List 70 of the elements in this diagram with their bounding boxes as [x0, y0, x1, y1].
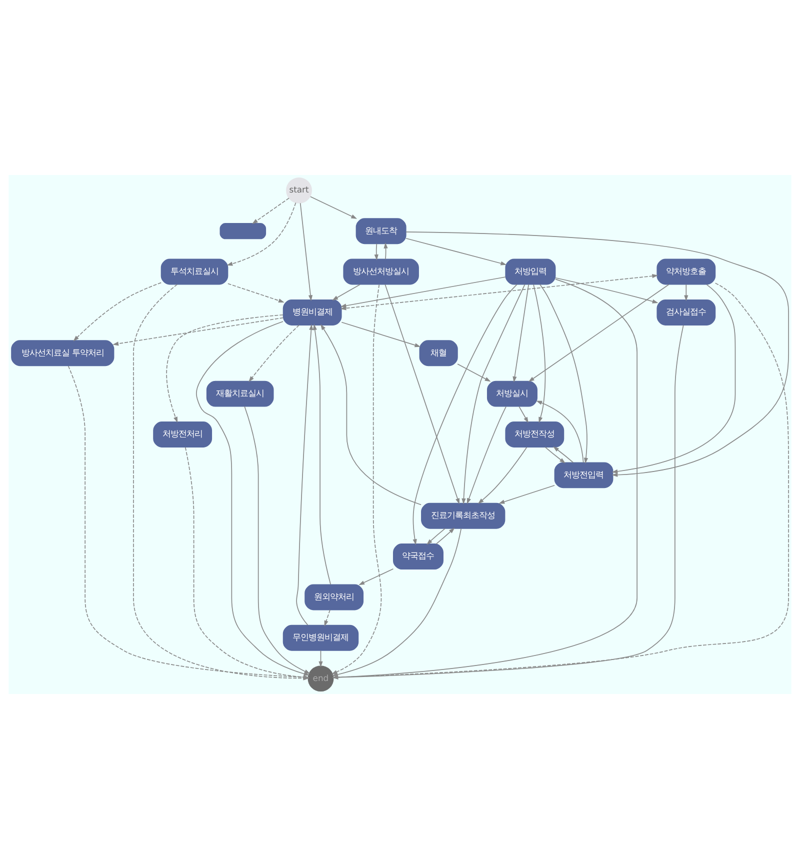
node-circle: start: [286, 176, 312, 203]
node-box: 투석치료실시: [160, 258, 228, 284]
arrow: [332, 324, 684, 679]
arrow: [73, 282, 162, 341]
arrow: [384, 242, 388, 260]
node-box: 약국접수: [392, 543, 444, 569]
node-box: 원외약처리: [304, 584, 364, 610]
arrow: [312, 324, 332, 584]
arrow: [332, 278, 638, 679]
node-box: [220, 222, 266, 239]
arrow: [462, 284, 526, 504]
arrow: [166, 314, 284, 422]
arrow: [340, 274, 658, 310]
node-box: 약처방호출: [656, 258, 716, 284]
arrow: [544, 446, 566, 463]
arrow: [518, 406, 528, 422]
arrow: [536, 400, 584, 462]
node-box: 처방전작성: [505, 421, 564, 447]
node-circle: end: [308, 665, 334, 692]
node-box: 채혈: [419, 340, 458, 366]
node-box: 검사실접수: [656, 298, 716, 325]
arrow: [684, 284, 688, 301]
arrow: [248, 324, 300, 382]
arrow: [331, 284, 382, 674]
arrow: [426, 528, 446, 544]
arrow: [341, 321, 421, 347]
arrow: [498, 484, 555, 504]
arrow: [540, 284, 588, 464]
arrow: [320, 324, 422, 505]
arrow: [332, 528, 462, 676]
node-box: 처방실시: [486, 380, 538, 406]
arrow: [300, 202, 313, 301]
arrow: [340, 276, 506, 308]
arrow: [553, 446, 574, 462]
arrow: [533, 284, 546, 422]
arrow: [252, 197, 290, 224]
arrow: [612, 284, 736, 473]
arrow: [244, 406, 310, 674]
arrow: [226, 202, 296, 266]
arrow: [112, 316, 284, 346]
arrow: [478, 446, 528, 504]
arrow: [332, 282, 789, 679]
node-box: 원내도착: [356, 218, 406, 244]
arrow: [310, 196, 358, 218]
node-box: 재활치료실시: [206, 380, 274, 406]
arrow: [406, 231, 789, 476]
arrow: [457, 363, 491, 382]
arrow: [384, 284, 460, 504]
arrow: [318, 650, 323, 667]
node-box: 병원비결제: [282, 298, 342, 325]
arrow: [512, 284, 530, 382]
arrow: [296, 324, 314, 625]
node-box: 처방전입력: [554, 462, 614, 488]
node-box: 방사선치료실 투약처리: [11, 340, 114, 366]
arrow: [332, 284, 360, 300]
node-box: 방사선처방실시: [343, 258, 419, 284]
arrow: [555, 276, 658, 303]
arrow: [358, 568, 394, 585]
arrow: [406, 237, 507, 265]
node-box: 처방입력: [505, 258, 556, 284]
arrow: [324, 609, 330, 626]
arrow: [436, 527, 455, 544]
arrow: [228, 282, 284, 302]
node-box: 무인병원비결제: [282, 624, 359, 650]
node-box: 진료기록최초작성: [421, 502, 506, 528]
arrow: [412, 284, 518, 545]
node-box: 처방전처리: [153, 421, 212, 447]
arrow: [374, 242, 378, 260]
arrow: [467, 406, 506, 504]
arrow: [528, 284, 670, 382]
